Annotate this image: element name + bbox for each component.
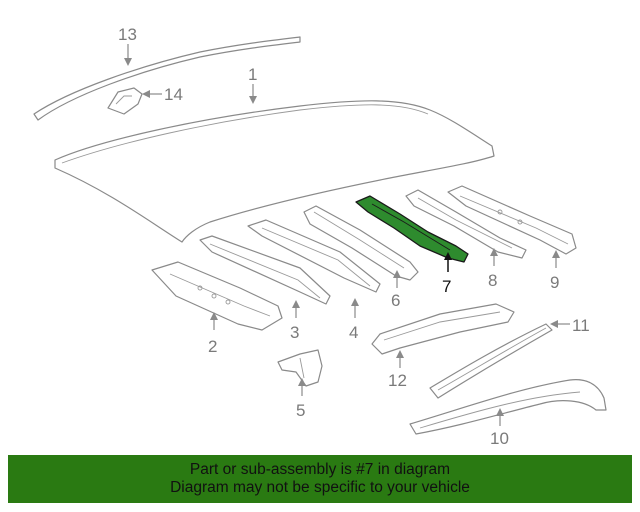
part-7-roof-bow-highlighted (355, 195, 469, 272)
notice-banner: Part or sub-assembly is #7 in diagram Di… (8, 455, 632, 503)
part-6-roof-bow (303, 205, 419, 288)
callout-9: 9 (550, 273, 559, 292)
callout-6: 6 (391, 291, 400, 310)
part-12-reinforcement (371, 303, 515, 368)
part-3-roof-bow (199, 235, 331, 318)
part-8-roof-bow (405, 189, 527, 266)
callout-3: 3 (290, 323, 299, 342)
part-4-roof-bow (247, 219, 381, 318)
part-10-side-panel (409, 379, 607, 435)
banner-line-2: Diagram may not be specific to your vehi… (170, 479, 470, 496)
part-2-front-header (151, 261, 283, 331)
part-14-clip (107, 87, 162, 115)
callout-1: 1 (248, 65, 257, 84)
part-1-roof-panel (54, 84, 495, 243)
banner-line-1: Part or sub-assembly is #7 in diagram (189, 461, 451, 478)
callout-4: 4 (349, 323, 358, 342)
callout-5: 5 (296, 401, 305, 420)
part-13-molding (33, 36, 301, 121)
roof-parts-diagram: 13 14 1 2 3 4 5 6 7 8 9 10 11 12 (33, 25, 607, 448)
callout-11: 11 (572, 316, 590, 335)
part-5-bracket (277, 349, 323, 396)
callout-10: 10 (490, 429, 509, 448)
callout-7: 7 (442, 277, 451, 296)
callout-13: 13 (118, 25, 137, 44)
callout-8: 8 (488, 271, 497, 290)
callout-12: 12 (388, 371, 407, 390)
callout-14: 14 (164, 85, 183, 104)
part-11-side-rail (429, 320, 570, 399)
part-9-rear-header (447, 185, 577, 268)
callout-2: 2 (208, 337, 217, 356)
